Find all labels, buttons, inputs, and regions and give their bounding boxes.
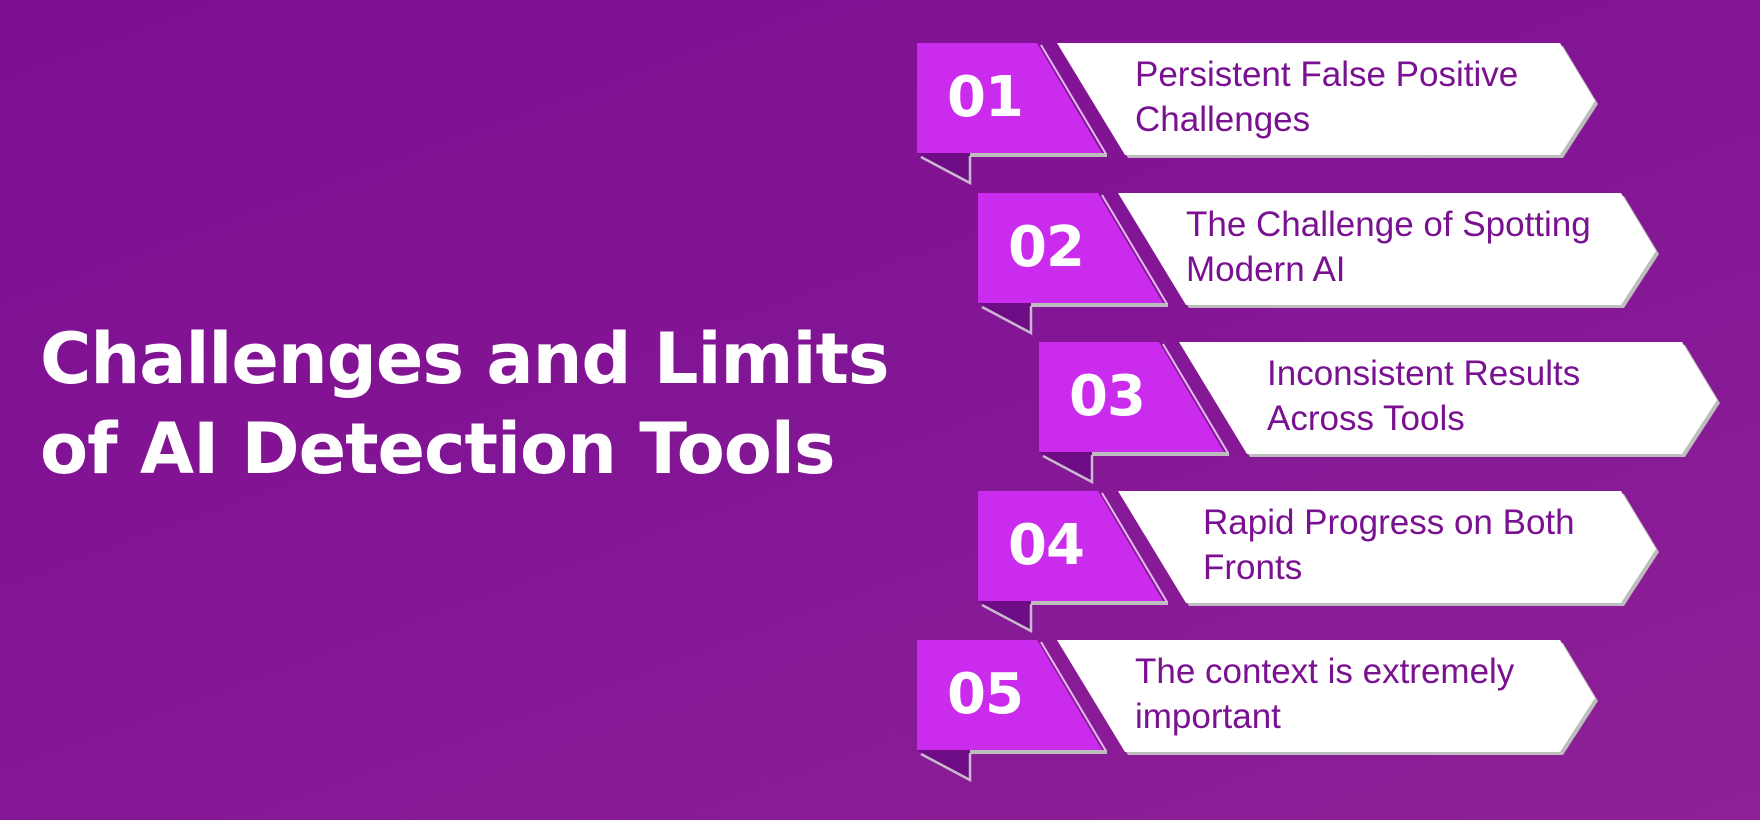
- item-label: The context is extremely important: [1135, 652, 1515, 736]
- list-item-3: 03 Inconsistent Results Across Tools: [1039, 342, 1739, 492]
- ribbon-shape: [917, 43, 1598, 186]
- title-line-2: of AI Detection Tools: [40, 408, 836, 490]
- page-title: Challenges and Limits of AI Detection To…: [40, 314, 890, 494]
- item-label: Persistent False Positive Challenges: [1135, 55, 1519, 139]
- ribbon-shape: [917, 640, 1598, 783]
- list-item-4: 04 Rapid Progress on Both Fronts: [978, 491, 1678, 641]
- item-number: 05: [947, 662, 1024, 727]
- title-line-1: Challenges and Limits: [40, 318, 890, 400]
- item-label: Rapid Progress on Both Fronts: [1203, 503, 1575, 587]
- item-number: 01: [947, 65, 1024, 130]
- item-number: 02: [1008, 215, 1085, 280]
- list-item-5: 05 The context is extremely important: [917, 640, 1617, 790]
- ribbon-shape: [978, 491, 1659, 634]
- ribbon-shape: [1039, 342, 1720, 485]
- list-item-2: 02 The Challenge of Spotting Modern AI: [978, 193, 1678, 343]
- item-number: 03: [1069, 364, 1146, 429]
- item-number: 04: [1008, 513, 1085, 578]
- list-item-1: 01 Persistent False Positive Challenges: [917, 43, 1617, 193]
- ribbon-shape: [978, 193, 1659, 336]
- item-label: Inconsistent Results Across Tools: [1267, 354, 1581, 438]
- item-label: The Challenge of Spotting Modern AI: [1186, 205, 1591, 289]
